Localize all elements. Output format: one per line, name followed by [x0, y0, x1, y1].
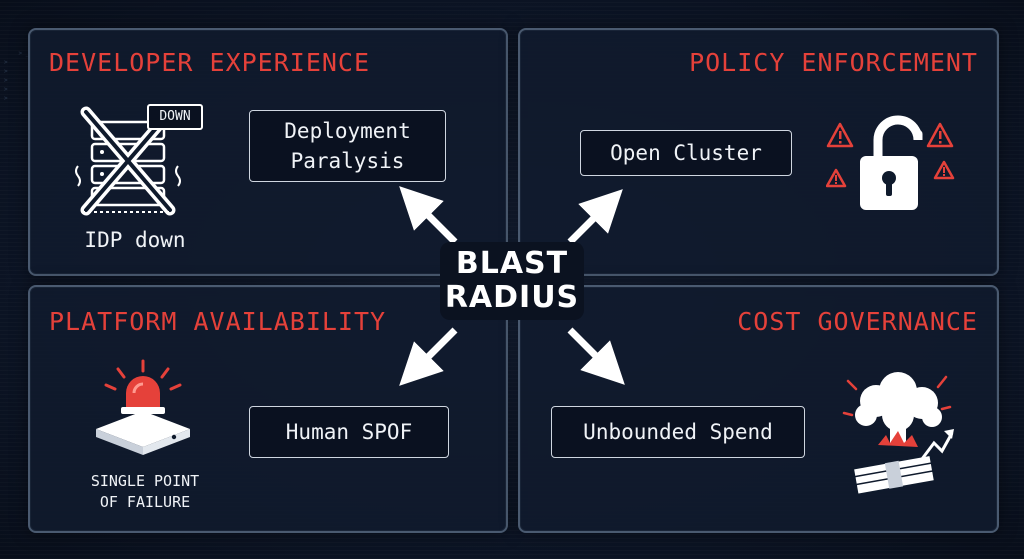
- arrow-to-cost-governance: [567, 327, 625, 385]
- quadrant-title: COST GOVERNANCE: [737, 307, 978, 336]
- alarm-siren-icon: [88, 357, 198, 457]
- unlocked-padlock-warning-icon: [825, 104, 966, 216]
- unbounded-spend-box: Unbounded Spend: [551, 406, 805, 458]
- arrow-to-developer-experience: [399, 186, 458, 245]
- idp-down-caption: IDP down: [84, 228, 186, 252]
- open-cluster-box: Open Cluster: [580, 130, 792, 176]
- quadrant-developer-experience: DEVELOPER EXPERIENCE: [28, 28, 508, 276]
- human-spof-box: Human SPOF: [249, 406, 449, 458]
- quadrant-title: PLATFORM AVAILABILITY: [49, 307, 387, 336]
- spof-caption-line2: OF FAILURE: [99, 493, 191, 511]
- blast-radius-center-label: BLAST RADIUS: [440, 242, 584, 320]
- quadrant-title: DEVELOPER EXPERIENCE: [49, 48, 371, 77]
- center-label-line2: RADIUS: [444, 280, 580, 315]
- deployment-paralysis-box: Deployment Paralysis: [249, 110, 446, 182]
- quadrant-policy-enforcement: POLICY ENFORCEMENT Open Cluster: [518, 28, 999, 276]
- center-label-line1: BLAST: [455, 246, 569, 281]
- arrow-to-policy-enforcement: [567, 189, 623, 245]
- spof-caption-line1: SINGLE POINT: [90, 472, 200, 490]
- exploding-money-icon: [838, 365, 958, 497]
- quadrant-cost-governance: COST GOVERNANCE Unbounded Spend: [518, 285, 999, 533]
- decorative-terminal-text-left: > _ > > > > >: [4, 50, 29, 102]
- arrow-to-platform-availability: [399, 327, 458, 386]
- spof-caption: SINGLE POINT OF FAILURE: [70, 471, 220, 513]
- quadrant-title: POLICY ENFORCEMENT: [689, 48, 978, 77]
- down-badge: DOWN: [147, 104, 203, 130]
- quadrant-platform-availability: PLATFORM AVAILABILITY SINGLE POINT OF FA…: [28, 285, 508, 533]
